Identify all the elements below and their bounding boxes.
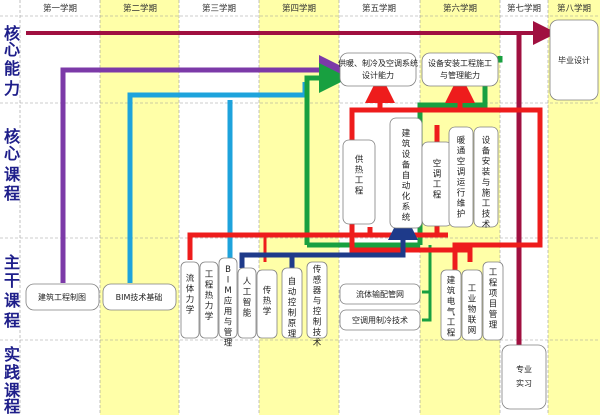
svg-text:课: 课 [4, 381, 21, 400]
main-iot: 工业物联网 [461, 269, 483, 341]
svg-text:程: 程 [4, 311, 20, 330]
practice-internship: 专业 实习 [501, 344, 547, 410]
core-heating-label: 供热工程 [355, 154, 364, 197]
ability-hvac-design: 供暖、制冷及空调系统 设计能力 [338, 52, 418, 87]
svg-text:课: 课 [4, 291, 21, 310]
svg-text:设计能力: 设计能力 [362, 70, 394, 80]
core-hvac-maint-label: 暖通空调运行维护 [457, 136, 466, 220]
main-ai: 人工智能 [237, 267, 257, 339]
semester-label: 第三学期 [202, 3, 236, 14]
svg-text:程: 程 [4, 184, 20, 203]
svg-text:空调用制冷技术: 空调用制冷技术 [352, 315, 408, 325]
core-aircon: 空调工程 [421, 141, 453, 227]
core-automation-label: 建筑设备自动化系统 [402, 128, 411, 223]
svg-text:流体力学: 流体力学 [186, 273, 195, 316]
connector-navy [239, 210, 418, 268]
svg-text:流体输配管网: 流体输配管网 [356, 289, 404, 299]
core-install-tech-label: 设备安装与施工技术 [482, 135, 491, 230]
svg-text:专业: 专业 [516, 364, 532, 374]
semester-label: 第五学期 [362, 3, 396, 14]
connector-purple [60, 55, 349, 283]
main-project-mgmt: 工程项目管理 [482, 261, 504, 341]
semester-label: 第八学期 [557, 3, 591, 14]
svg-text:核: 核 [4, 127, 20, 146]
svg-text:心: 心 [4, 144, 20, 163]
core-heating: 供热工程 [342, 139, 376, 225]
svg-text:工业物联网: 工业物联网 [468, 284, 477, 336]
semester-label: 第六学期 [443, 3, 477, 14]
svg-text:自动控制原理: 自动控制原理 [288, 276, 297, 340]
semester-headers: 第一学期 第二学期 第三学期 第四学期 第五学期 第六学期 第七学期 第八学期 [43, 3, 591, 14]
semester-label: 第七学期 [507, 3, 541, 14]
ability-install-mgmt: 设备安装工程施工 与管理能力 [421, 52, 499, 87]
svg-text:建筑电气工程: 建筑电气工程 [447, 275, 456, 339]
svg-text:实习: 实习 [516, 378, 532, 388]
category-core-course: 核 心 课 程 [4, 127, 21, 203]
svg-text:实: 实 [4, 345, 20, 364]
ability-graduation: 毕业设计 [549, 19, 599, 101]
svg-text:传热学: 传热学 [263, 285, 272, 317]
core-automation: 建筑设备自动化系统 [389, 117, 423, 229]
main-clean-air: 空调用制冷技术 [339, 309, 421, 331]
svg-text:工程项目管理: 工程项目管理 [489, 268, 498, 331]
main-auto-control: 自动控制原理 [281, 267, 303, 340]
main-fluid-mech: 流体力学 [180, 261, 200, 339]
semester-label: 第二学期 [123, 3, 157, 14]
svg-text:能: 能 [4, 59, 20, 78]
svg-text:干: 干 [4, 271, 20, 290]
category-main-course: 主 干 课 程 [4, 253, 21, 330]
svg-text:程: 程 [4, 397, 20, 415]
core-aircon-label: 空调工程 [433, 158, 442, 201]
main-thermo: 工程热力学 [199, 261, 219, 339]
main-electrical: 建筑电气工程 [440, 269, 462, 341]
semester-label: 第四学期 [282, 3, 316, 14]
semester-label: 第一学期 [43, 3, 77, 14]
core-hvac-maint: 暖通空调运行维护 [448, 126, 474, 228]
svg-text:人工智能: 人工智能 [243, 277, 252, 319]
svg-text:与管理能力: 与管理能力 [440, 70, 480, 80]
category-practice-course: 实 践 课 程 [4, 345, 21, 415]
svg-text:设备安装工程施工: 设备安装工程施工 [428, 58, 492, 68]
main-drawing: 建筑工程制图 [25, 283, 100, 311]
svg-text:建筑工程制图: 建筑工程制图 [38, 292, 86, 302]
svg-text:核: 核 [4, 24, 20, 43]
svg-text:传感器与控制技术: 传感器与控制技术 [313, 264, 322, 349]
svg-text:供暖、制冷及空调系统: 供暖、制冷及空调系统 [338, 58, 418, 68]
main-bim-basic: BIM技术基础 [102, 283, 177, 311]
svg-text:毕业设计: 毕业设计 [558, 55, 590, 65]
svg-text:心: 心 [4, 40, 20, 59]
main-pipe-net: 流体输配管网 [339, 283, 421, 305]
main-sensors: 传感器与控制技术 [306, 261, 328, 349]
main-heat-transfer: 传热学 [256, 269, 278, 339]
svg-text:力: 力 [4, 79, 20, 98]
core-install-tech: 设备安装与施工技术 [473, 126, 499, 230]
svg-text:BIM技术基础: BIM技术基础 [116, 292, 163, 302]
connector-darkred [26, 21, 557, 345]
svg-text:践: 践 [4, 363, 20, 382]
category-core-ability: 核 心 能 力 [4, 24, 20, 98]
svg-text:主: 主 [4, 253, 20, 272]
svg-text:工程热力学: 工程热力学 [205, 270, 214, 322]
svg-text:课: 课 [4, 165, 21, 184]
